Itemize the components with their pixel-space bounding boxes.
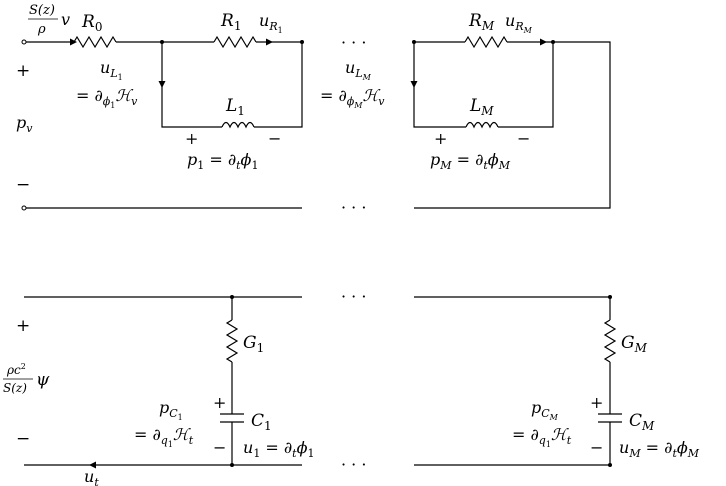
top-circuit: S(z) ρ v R0 R1 uR1 uL1 = ∂ϕ1ℋv L1 + − p1… xyxy=(16,3,611,217)
label-ul1: uL1 xyxy=(100,58,123,82)
top-ellipsis-upper: · · · xyxy=(341,33,366,52)
bottom-plus: + xyxy=(16,316,30,336)
source-effort-num: ρc xyxy=(6,363,21,377)
label-gm: GM xyxy=(621,333,648,355)
urm-arrow xyxy=(540,38,547,46)
l1-plus: + xyxy=(185,129,198,148)
label-p1: p1 = ∂tϕ1 xyxy=(187,150,258,172)
resistor-g1 xyxy=(225,319,239,363)
svg-text:v: v xyxy=(61,10,70,29)
ulm-arrow xyxy=(410,81,418,88)
label-u1: u1 = ∂tϕ1 xyxy=(243,438,315,460)
ul1-arrow xyxy=(158,81,166,88)
label-ulm: uLM xyxy=(345,58,372,82)
label-c1: C1 xyxy=(251,411,272,433)
flow-arrow xyxy=(70,38,77,46)
svg-text:S(z): S(z) xyxy=(3,381,27,395)
label-r1: R1 xyxy=(220,11,241,33)
capacitor-cm xyxy=(598,413,622,423)
lm-minus: − xyxy=(517,129,530,148)
ur1-arrow xyxy=(266,38,273,46)
inductor-lm xyxy=(465,121,499,129)
label-rm: RM xyxy=(468,11,495,33)
top-terminal-minus xyxy=(21,205,27,211)
label-pm: pM = ∂tϕM xyxy=(430,150,511,172)
source-flow-num: S(z) xyxy=(29,3,55,18)
source-flow-var: v xyxy=(61,10,70,29)
l1-minus: − xyxy=(268,129,281,148)
bottom-ellipsis-lower: · · · xyxy=(341,455,366,474)
label-urm: uRM xyxy=(505,11,533,35)
resistor-r0 xyxy=(73,35,117,49)
c1-plus: + xyxy=(213,393,226,412)
svg-text:S(z): S(z) xyxy=(29,3,55,18)
label-ul1-eq: = ∂ϕ1ℋv xyxy=(76,86,138,110)
c1-minus: − xyxy=(213,438,226,457)
label-pcm-eq: = ∂q1ℋt xyxy=(512,425,572,449)
label-g1: G1 xyxy=(243,333,264,355)
wire-return-right xyxy=(414,41,611,209)
resistor-gm xyxy=(603,319,617,363)
label-r0: R0 xyxy=(81,12,102,34)
wire-branch1-left xyxy=(161,42,222,128)
label-pc1-eq: = ∂q1ℋt xyxy=(134,425,194,449)
label-l1: L1 xyxy=(225,96,245,118)
top-plus: + xyxy=(16,61,30,81)
label-ur1: uR1 xyxy=(259,11,283,35)
source-effort-numsup: 2 xyxy=(21,362,26,371)
source-effort-label: ρc2 S(z) ψ xyxy=(3,362,50,395)
svg-text:ψ: ψ xyxy=(36,370,50,390)
wire-branch1-right xyxy=(254,42,303,128)
label-um: uM = ∂tϕM xyxy=(619,438,700,460)
resistor-r1 xyxy=(213,35,257,49)
top-terminal-plus xyxy=(21,39,27,45)
label-ut: ut xyxy=(84,467,99,486)
inductor-l1 xyxy=(221,121,255,129)
source-flow-den: ρ xyxy=(37,22,46,37)
svg-text:ρ: ρ xyxy=(37,22,46,37)
label-ulm-eq: = ∂ϕMℋv xyxy=(320,86,385,110)
svg-text:ρc2: ρc2 xyxy=(6,362,26,377)
label-pv: pv xyxy=(16,113,33,135)
lm-plus: + xyxy=(434,129,447,148)
ut-arrow xyxy=(89,461,96,469)
source-effort-var: ψ xyxy=(36,370,50,390)
bottom-minus: − xyxy=(16,429,30,449)
cm-minus: − xyxy=(590,438,603,457)
top-ellipsis-lower: · · · xyxy=(341,198,366,217)
wire-branchm-right xyxy=(498,42,554,128)
source-flow-label: S(z) ρ v xyxy=(28,3,70,37)
bottom-ellipsis-upper: · · · xyxy=(341,287,366,306)
top-minus: − xyxy=(16,175,30,195)
resistor-rm xyxy=(464,35,508,49)
label-pcm: pCM xyxy=(531,398,559,422)
cm-plus: + xyxy=(590,393,603,412)
wire-branchm-left xyxy=(413,42,466,128)
capacitor-c1 xyxy=(220,413,244,423)
bottom-circuit: ρc2 S(z) ψ + − G1 GM C1 CM + − + − pC1 =… xyxy=(3,287,700,486)
label-cm: CM xyxy=(629,411,655,433)
source-effort-den: S(z) xyxy=(3,381,27,395)
label-pc1: pC1 xyxy=(159,398,183,422)
label-lm: LM xyxy=(469,96,494,118)
